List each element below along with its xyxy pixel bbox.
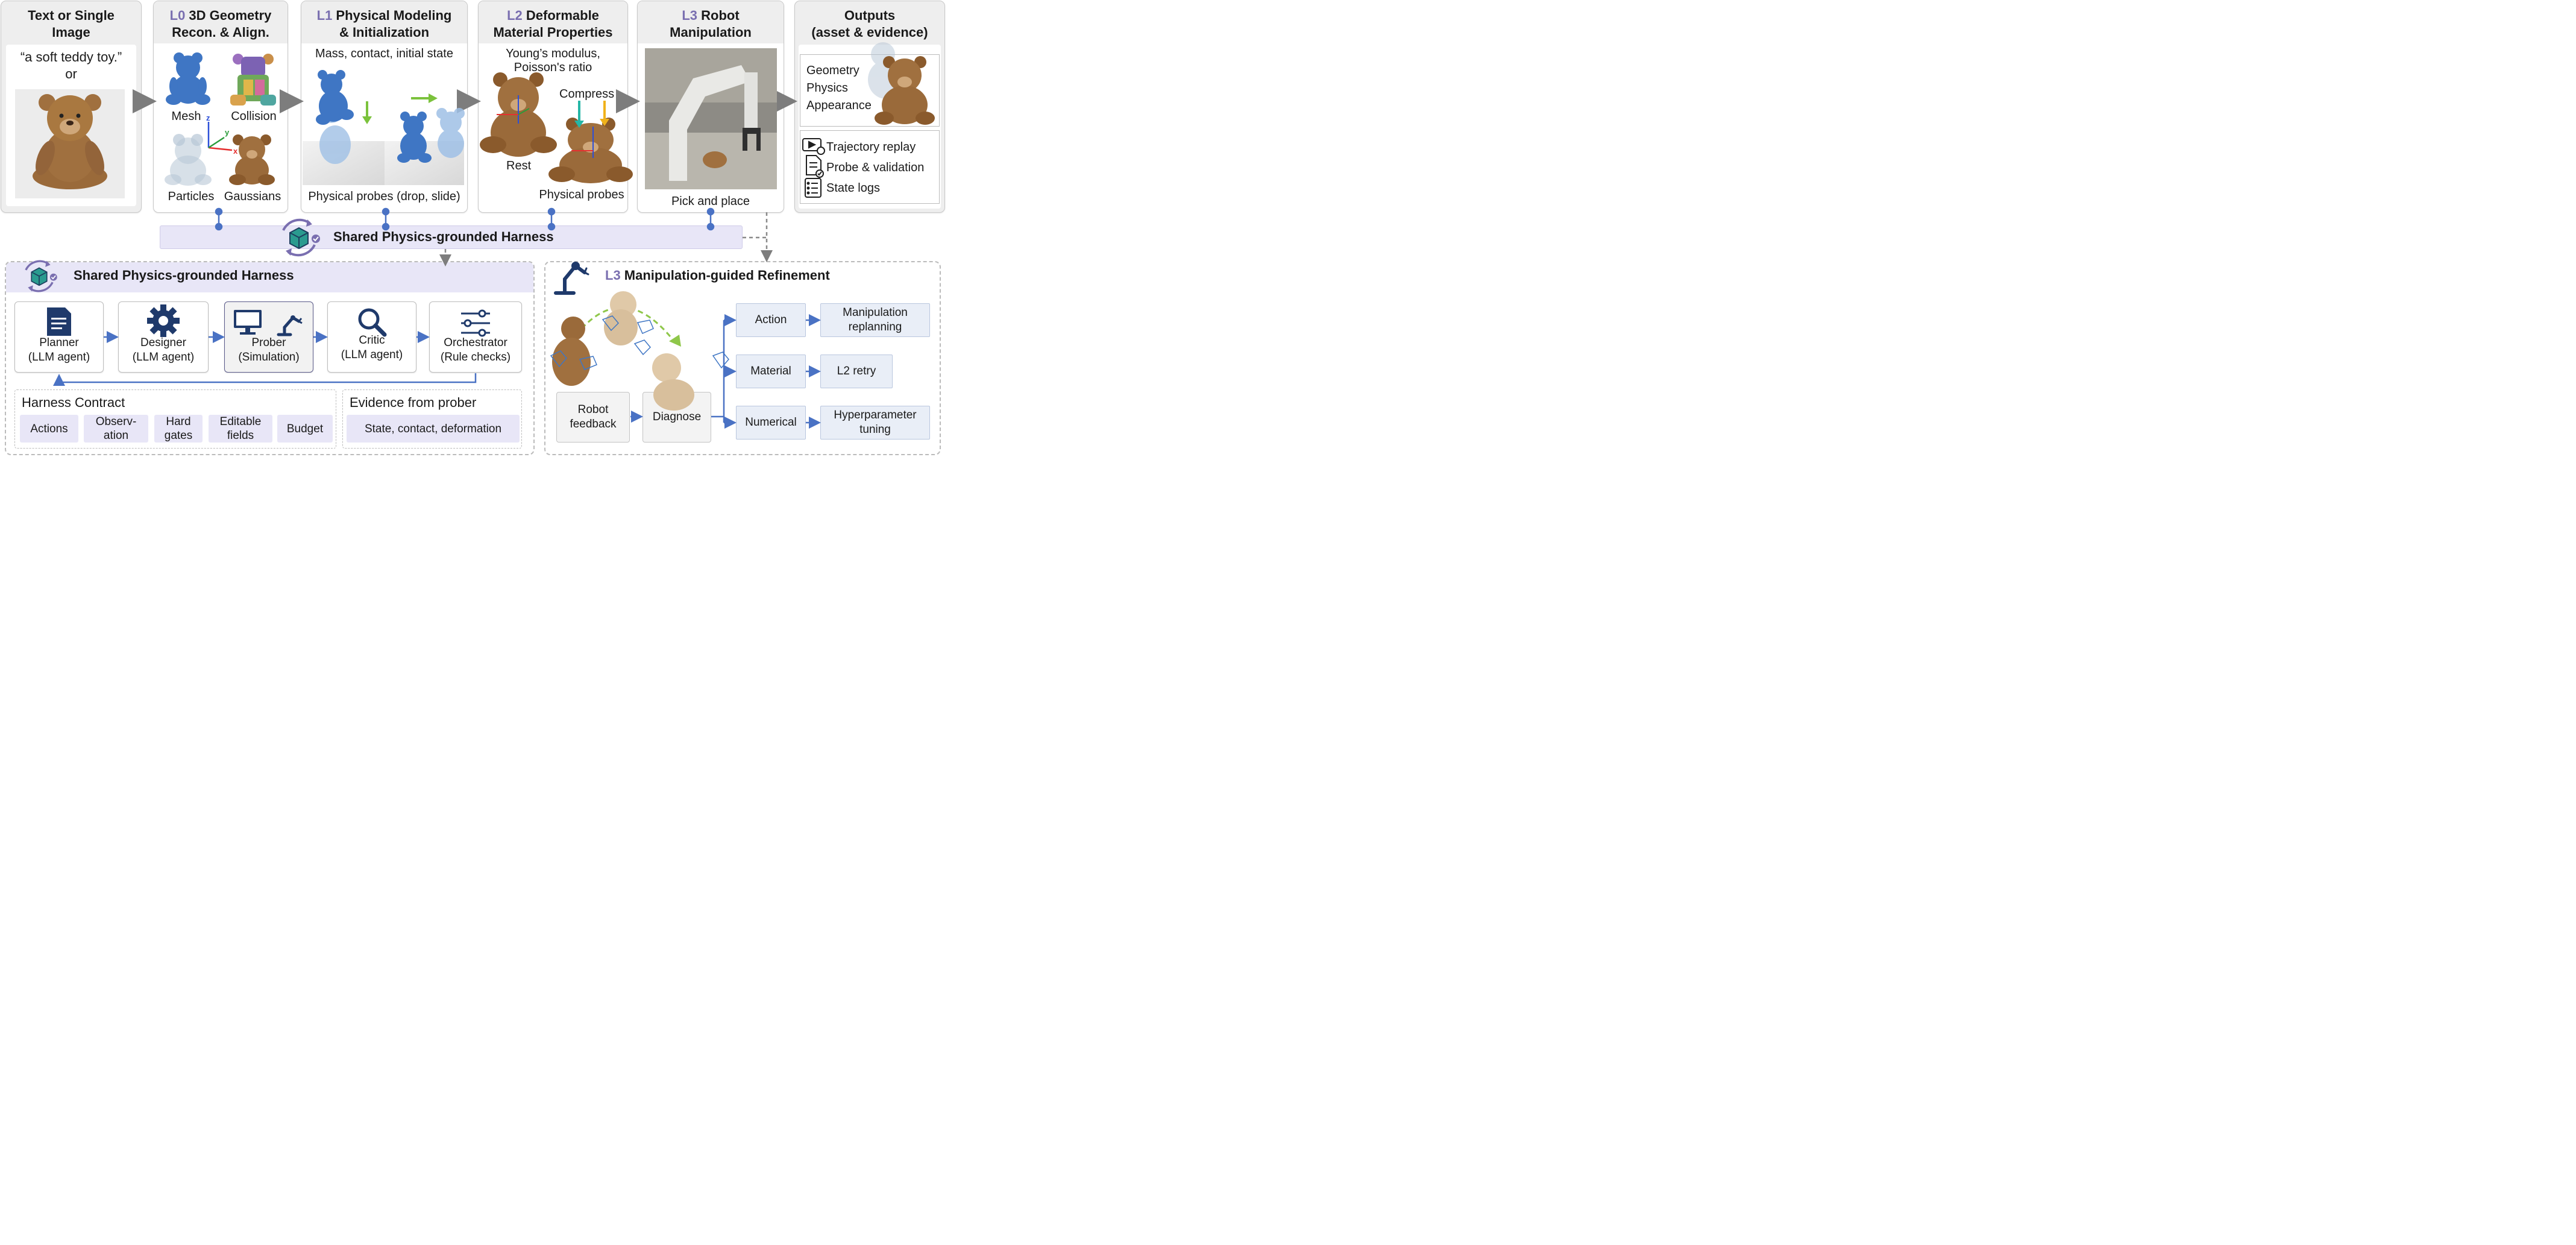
cause-numerical: Numerical: [736, 406, 806, 440]
slide-teddy-icon: [397, 93, 465, 163]
harness-bar-label: Shared Physics-grounded Harness: [333, 229, 554, 244]
output-teddy-image: [868, 42, 935, 125]
probe-validation-icon: [806, 155, 824, 178]
harness-contract-title: Harness Contract: [22, 395, 125, 410]
refinement-title: L3 Manipulation-guided Refinement: [605, 268, 830, 283]
rest-label: Rest: [506, 159, 532, 172]
mesh-teddy-icon: [166, 52, 210, 105]
l2-caption: Physical probes: [539, 188, 624, 201]
agent-orchestrator: Orchestrator(Rule checks): [429, 301, 522, 373]
gear-icon: [147, 304, 180, 337]
collision-label: Collision: [231, 110, 277, 123]
collision-teddy-icon: [230, 54, 276, 106]
asset-physics: Physics: [806, 81, 848, 95]
harness-panel-header: [6, 262, 533, 292]
harness-contract: [14, 389, 336, 449]
particles-teddy-icon: [165, 134, 212, 186]
contract-chip-observation: Observ-ation: [84, 415, 148, 443]
evidence-from-prober: [342, 389, 522, 449]
compress-arrows: [574, 101, 609, 128]
evidence-from-prober-title: Evidence from prober: [350, 395, 477, 410]
axes-icon: [207, 122, 233, 151]
evidence-trajectory: Trajectory replay: [826, 140, 916, 154]
harness-panel: [5, 261, 535, 455]
input-or: or: [65, 66, 77, 81]
harness-cycle-icon: [282, 218, 320, 257]
fix-l2-retry: L2 retry: [820, 355, 893, 388]
document-icon: [47, 307, 71, 336]
gaussians-teddy-icon: [229, 134, 275, 185]
axis-x-label: x: [233, 147, 238, 156]
compressed-teddy-image: [548, 118, 633, 183]
asset-appearance: Appearance: [806, 99, 872, 112]
agent-critic: Critic(LLM agent): [327, 301, 416, 373]
rest-teddy-image: [480, 72, 557, 157]
refinement-arrows: [630, 314, 821, 429]
l2-header: L2 Deformable Material Properties: [479, 1, 627, 43]
input-prompt: “a soft teddy toy.”: [20, 49, 122, 65]
asset-geometry: Geometry: [806, 64, 859, 77]
monitor-robot-icon: [234, 310, 303, 336]
asset-box: [800, 54, 940, 127]
cause-action: Action: [736, 303, 806, 337]
refinement-trajectory-arrow: [580, 306, 681, 347]
harness-connectors: [215, 207, 715, 231]
state-logs-icon: [805, 178, 821, 198]
magnifier-icon: [358, 308, 387, 337]
harness-panel-title: Shared Physics-grounded Harness: [74, 268, 294, 283]
input-teddy-image: [15, 89, 125, 198]
contract-chip-budget: Budget: [277, 415, 333, 443]
drop-teddy-icon: [316, 70, 372, 164]
robot-arm-icon: [554, 262, 589, 295]
evidence-state-logs: State logs: [826, 181, 880, 195]
l1-subtitle: Mass, contact, initial state: [315, 47, 453, 60]
outputs-title: Outputs(asset & evidence): [811, 8, 928, 40]
sliders-icon: [461, 309, 490, 337]
evidence-probe: Probe & validation: [826, 161, 925, 174]
l2-subtitle: Young’s modulus,Poisson's ratio: [506, 47, 600, 74]
gaussians-label: Gaussians: [224, 190, 281, 203]
dashed-connectors: [439, 212, 773, 266]
mesh-label: Mesh: [171, 110, 201, 123]
refinement-panel: [544, 261, 941, 455]
agent-prober: Prober(Simulation): [224, 301, 313, 373]
l3-header: L3 Robot Manipulation: [638, 1, 784, 43]
harness-bar: [160, 225, 743, 249]
contract-chip-actions: Actions: [20, 415, 78, 443]
trajectory-replay-icon: [802, 138, 825, 155]
l3-caption: Pick and place: [671, 195, 750, 208]
l1-header: L1 Physical Modeling & Initialization: [301, 1, 467, 43]
particles-label: Particles: [168, 190, 215, 203]
compress-label: Compress: [559, 87, 615, 101]
graphics-overlay: z y x: [15, 42, 935, 429]
evidence-box: [800, 130, 940, 204]
axis-z-label: z: [206, 113, 210, 122]
agent-arrows: [53, 331, 477, 386]
cause-material: Material: [736, 355, 806, 388]
axis-y-label: y: [225, 128, 230, 137]
l0-header: L0 3D Geometry Recon. & Align.: [154, 1, 287, 43]
robot-manipulation-image: [645, 48, 777, 189]
refinement-teddies: [550, 291, 729, 411]
l1-caption: Physical probes (drop, slide): [308, 190, 460, 203]
evidence-chip: State, contact, deformation: [347, 415, 520, 443]
harness-panel-cycle-icon: [25, 260, 57, 292]
